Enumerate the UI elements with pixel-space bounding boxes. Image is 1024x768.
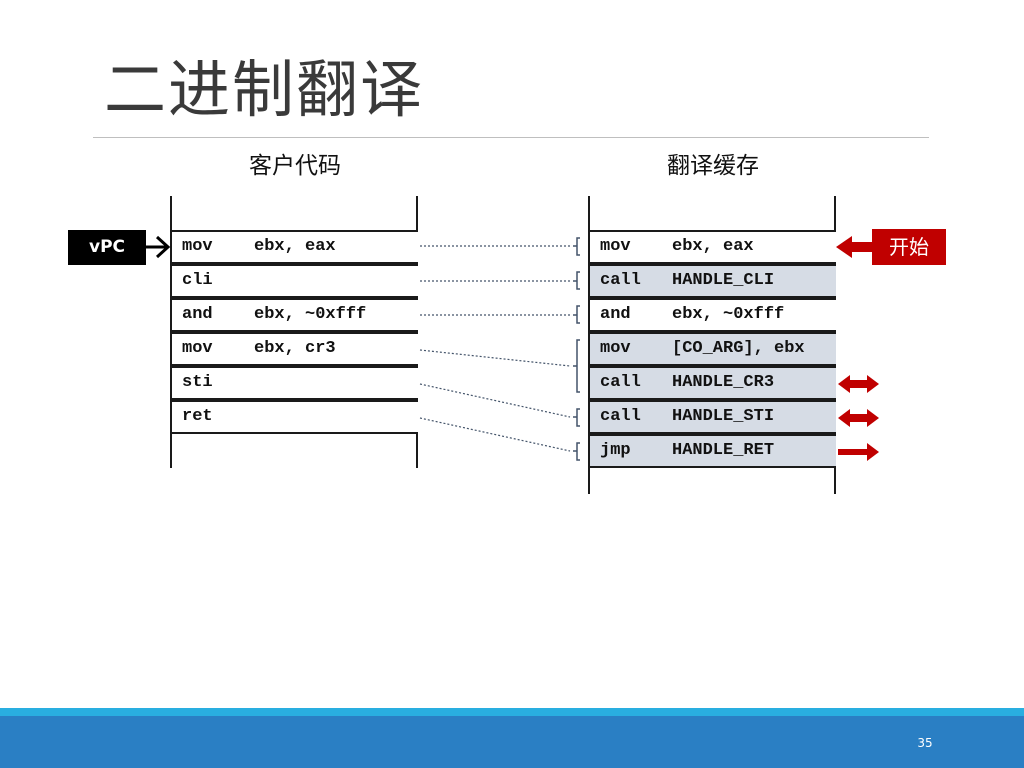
cache-row: call HANDLE_CR3 (590, 366, 836, 400)
guest-code-row: sti (172, 366, 418, 400)
operands: ebx, ~0xfff (672, 305, 785, 324)
cache-left-border (588, 196, 590, 494)
translation-cache-heading: 翻译缓存 (667, 153, 759, 179)
opcode: mov (182, 237, 213, 256)
footer-accent-strip (0, 708, 1024, 716)
opcode: and (182, 305, 213, 324)
opcode: mov (182, 339, 213, 358)
guest-code-row: mov ebx, cr3 (172, 332, 418, 366)
page-number: 35 (917, 736, 933, 750)
vpc-arrow (146, 235, 171, 259)
bracket-sti (573, 408, 580, 427)
guest-code-row: ret (172, 400, 418, 434)
guest-code-row: and ebx, ~0xfff (172, 298, 418, 332)
start-label: 开始 (872, 229, 946, 265)
vpc-label: vPC (68, 230, 146, 265)
opcode: mov (600, 237, 631, 256)
mapping-line-sti (419, 383, 571, 418)
cache-row: mov ebx, eax (590, 230, 836, 264)
guest-code-row: cli (172, 264, 418, 298)
bracket-mov-cr3 (573, 339, 580, 393)
right-arrow-icon (838, 443, 879, 461)
cache-row: jmp HANDLE_RET (590, 434, 836, 468)
opcode: mov (600, 339, 631, 358)
cache-row: and ebx, ~0xfff (590, 298, 836, 332)
cache-row: mov [CO_ARG], ebx (590, 332, 836, 366)
operands: HANDLE_CR3 (672, 373, 775, 392)
operands: HANDLE_RET (672, 441, 775, 460)
bracket-and (573, 305, 580, 324)
opcode: call (600, 373, 641, 392)
double-arrow-icon (838, 375, 879, 393)
operands: ebx, ~0xfff (254, 305, 367, 324)
operands: ebx, eax (254, 237, 336, 256)
mapping-line-ret (419, 417, 571, 452)
opcode: call (600, 407, 641, 426)
footer-bar (0, 716, 1024, 768)
operands: ebx, cr3 (254, 339, 336, 358)
opcode: sti (182, 373, 213, 392)
guest-code-row: mov ebx, eax (172, 230, 418, 264)
cache-row: call HANDLE_STI (590, 400, 836, 434)
start-arrow (836, 236, 872, 258)
return-arrows (838, 375, 879, 461)
guest-code-heading: 客户代码 (249, 153, 341, 179)
opcode: jmp (600, 441, 631, 460)
slide-title: 二进制翻译 (104, 53, 425, 126)
bracket-ret (573, 442, 580, 461)
brackets (573, 237, 580, 461)
operands: HANDLE_CLI (672, 271, 775, 290)
operands: [CO_ARG], ebx (672, 339, 805, 358)
operands: HANDLE_STI (672, 407, 775, 426)
title-divider (93, 137, 929, 138)
operands: ebx, eax (672, 237, 754, 256)
opcode: ret (182, 407, 213, 426)
opcode: call (600, 271, 641, 290)
opcode: and (600, 305, 631, 324)
bracket-mov (573, 237, 580, 256)
mapping-lines (419, 245, 571, 452)
bracket-cli (573, 271, 580, 290)
cache-row: call HANDLE_CLI (590, 264, 836, 298)
double-arrow-icon (838, 409, 879, 427)
guest-code-left-border (170, 196, 172, 468)
opcode: cli (182, 271, 213, 290)
mapping-line-mov-cr3 (419, 349, 571, 367)
